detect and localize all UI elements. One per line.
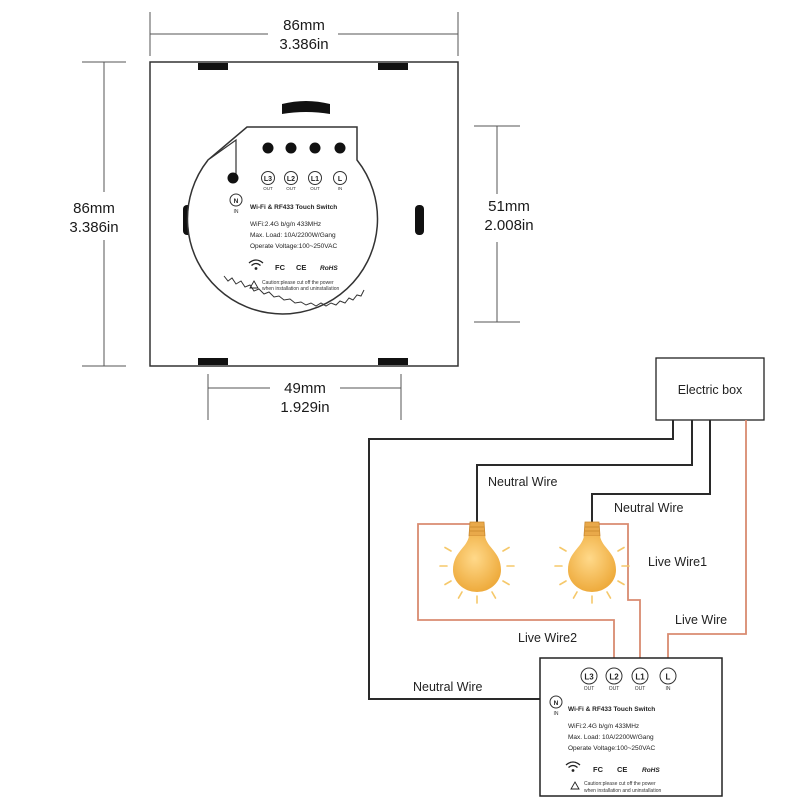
width-in: 3.386in (279, 36, 328, 53)
dimension-height: 86mm 3.386in (69, 61, 126, 367)
live-wire1-label: Live Wire1 (648, 555, 707, 569)
bulb-2-icon (554, 521, 630, 604)
panel-cert-rohs: RoHS (320, 265, 338, 272)
neutral-wire-label-2: Neutral Wire (614, 501, 684, 515)
panel-terminal-sub: IN (338, 186, 343, 191)
box-spec-voltage: Operate Voltage:100~250VAC (568, 745, 655, 752)
neutral-wires (368, 420, 711, 700)
panel-terminal-name: L2 (287, 176, 295, 183)
switch-module-body (186, 101, 379, 315)
box-spec-wifi: WiFi:2.4G b/g/n 433MHz (568, 723, 639, 730)
mount-slot (415, 205, 424, 235)
screw-hole (334, 142, 346, 154)
wifi-icon (248, 259, 264, 270)
panel-cert-fc: FC (275, 263, 286, 272)
live-wire-label: Live Wire (675, 613, 727, 627)
module-height-mm: 51mm (488, 198, 530, 215)
panel-terminal-sub: OUT (310, 186, 320, 191)
panel-clip (378, 63, 408, 70)
panel-terminal-name: L (338, 176, 343, 183)
box-terminal-name: L3 (584, 673, 594, 682)
panel-spec-wifi: WiFi:2.4G b/g/n 433MHz (250, 221, 321, 228)
dimension-module-width: 49mm 1.929in (207, 374, 402, 420)
panel-clip (198, 63, 228, 70)
dimension-width: 86mm 3.386in (149, 12, 459, 56)
panel-terminal-sub: OUT (286, 186, 296, 191)
height-mm: 86mm (73, 200, 115, 217)
panel-terminal-name: L1 (311, 176, 319, 183)
box-terminal-sub: OUT (635, 686, 646, 692)
screw-hole (309, 142, 321, 154)
box-terminal-l: L IN (659, 667, 677, 692)
dimension-module-height: 51mm 2.008in (474, 125, 534, 323)
panel-cert-ce: CE (296, 263, 306, 272)
box-title: Wi-Fi & RF433 Touch Switch (568, 706, 655, 713)
screw-hole (227, 172, 239, 184)
module-width-in: 1.929in (280, 399, 329, 416)
electric-box: Electric box (655, 357, 765, 421)
box-caution-2: when installation and uninstallation (584, 788, 661, 794)
panel-clip (198, 358, 228, 365)
panel-label: N IN Wi-Fi & RF433 Touch Switch WiFi:2.4… (229, 193, 339, 292)
live-wires (417, 420, 747, 665)
panel-terminal-name: L3 (264, 176, 272, 183)
panel-caution-2: when installation and uninstallation (262, 286, 339, 292)
box-terminal-sub: IN (666, 686, 671, 692)
wire-slot (282, 101, 330, 114)
wifi-icon (565, 761, 581, 772)
electric-box-label: Electric box (678, 383, 743, 397)
box-cert-rohs: RoHS (642, 767, 660, 774)
panel-title: Wi-Fi & RF433 Touch Switch (250, 204, 337, 211)
panel-n-terminal: N (234, 198, 239, 205)
panel-terminal-sub: OUT (263, 186, 273, 191)
box-terminal-sub: OUT (584, 686, 595, 692)
module-width-mm: 49mm (284, 380, 326, 397)
panel-caution-1: Caution:please cut off the power (262, 280, 334, 286)
width-mm: 86mm (283, 17, 325, 34)
box-terminal-name: L (666, 673, 671, 682)
box-terminal-sub: OUT (609, 686, 620, 692)
neutral-wire-label-3: Neutral Wire (413, 680, 483, 694)
warning-icon (570, 781, 580, 790)
box-n-terminal: N (554, 700, 559, 707)
neutral-wire-label-1: Neutral Wire (488, 475, 558, 489)
panel-n-sub: IN (234, 209, 239, 215)
box-cert-ce: CE (617, 765, 627, 774)
box-cert-fc: FC (593, 765, 604, 774)
box-terminal-name: L1 (635, 673, 645, 682)
panel-spec-load: Max. Load: 10A/2200W/Gang (250, 232, 336, 239)
panel-spec-voltage: Operate Voltage:100~250VAC (250, 243, 337, 250)
box-n-sub: IN (554, 711, 559, 717)
bulb-1-icon (439, 521, 515, 604)
box-spec-load: Max. Load: 10A/2200W/Gang (568, 734, 654, 741)
screw-hole (285, 142, 297, 154)
panel-terminal-l: L IN (333, 171, 347, 191)
screw-hole (262, 142, 274, 154)
panel-clip (378, 358, 408, 365)
live-wire2-label: Live Wire2 (518, 631, 577, 645)
box-caution-1: Caution:please cut off the power (584, 781, 656, 787)
box-terminal-name: L2 (609, 673, 619, 682)
module-height-in: 2.008in (484, 217, 533, 234)
height-in: 3.386in (69, 219, 118, 236)
warning-icon (249, 280, 259, 289)
